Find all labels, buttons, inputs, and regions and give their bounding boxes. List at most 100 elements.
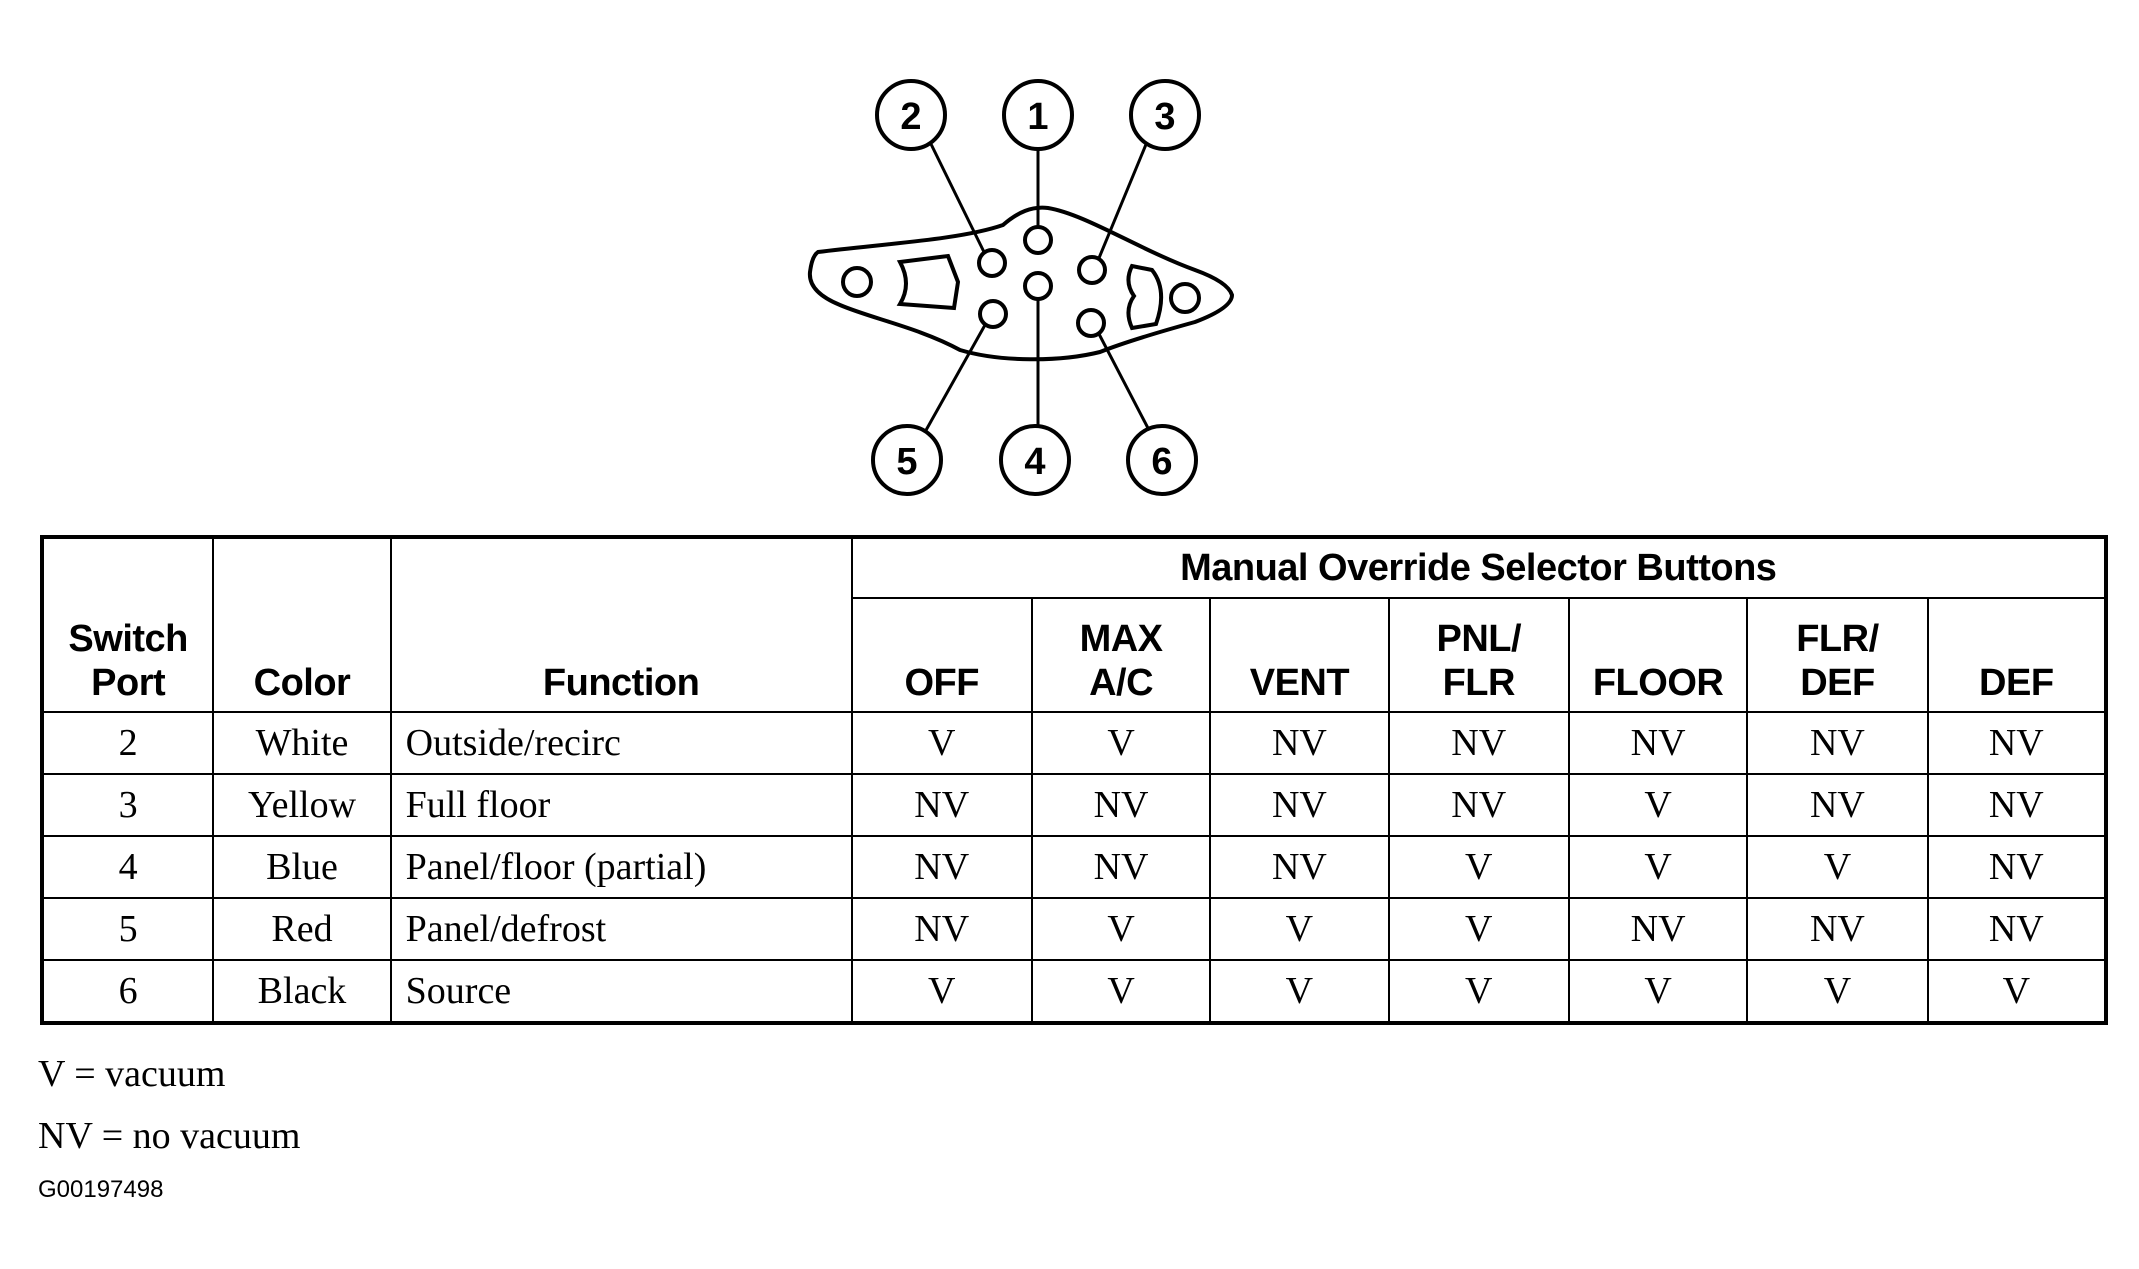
port-hole-3 — [1077, 255, 1107, 285]
cell-vacuum-state: V — [1567, 773, 1749, 837]
col-header-button-2: VENT — [1209, 597, 1390, 713]
col-header-button-line: FLR/ — [1796, 618, 1879, 660]
cell-vacuum-state: NV — [1567, 897, 1749, 961]
port-hole-2 — [977, 248, 1007, 278]
cell-vacuum-state: V — [1387, 835, 1570, 899]
cell-function: Panel/defrost — [389, 897, 853, 961]
col-header-button-line: PNL/ — [1436, 618, 1522, 660]
cell-vacuum-state: V — [1926, 959, 2108, 1024]
cell-vacuum-state: NV — [1926, 897, 2108, 961]
col-header-button-line: VENT — [1249, 662, 1350, 704]
cell-color: Yellow — [212, 773, 392, 837]
cell-switch-port: 4 — [40, 835, 215, 899]
callout-4: 4 — [999, 424, 1071, 496]
callout-3: 3 — [1129, 79, 1201, 151]
callout-label-1: 1 — [1027, 96, 1048, 138]
callout-1: 1 — [1002, 79, 1074, 151]
mount-hole-right — [1169, 282, 1201, 314]
connector-body — [807, 205, 1235, 362]
col-header-button-line: FLR — [1442, 662, 1516, 704]
callout-2: 2 — [875, 79, 947, 151]
legend-vacuum: V = vacuum — [38, 1053, 226, 1095]
cell-vacuum-state: NV — [1209, 773, 1390, 837]
leader-line-2 — [928, 141, 986, 253]
port-hole-5 — [978, 299, 1008, 329]
group-header-selector-buttons: Manual Override Selector Buttons — [850, 536, 2108, 599]
col-header-switch-port-line1: Switch — [68, 618, 188, 660]
legend-no-vacuum: NV = no vacuum — [38, 1115, 301, 1157]
col-header-function: Function — [389, 536, 853, 713]
figure-id: G00197498 — [38, 1176, 164, 1203]
cell-vacuum-state: NV — [1746, 897, 1929, 961]
port-hole-1 — [1023, 225, 1053, 255]
callout-label-3: 3 — [1154, 96, 1175, 138]
cell-color: Blue — [212, 835, 392, 899]
cell-color: Red — [212, 897, 392, 961]
cell-vacuum-state: NV — [1926, 773, 2108, 837]
leader-line-5 — [923, 324, 987, 433]
cell-function: Full floor — [389, 773, 853, 837]
cell-switch-port: 5 — [40, 897, 215, 961]
cell-vacuum-state: V — [1030, 711, 1212, 775]
col-header-button-6: DEF — [1926, 597, 2108, 713]
port-hole-6 — [1076, 308, 1106, 338]
cell-vacuum-state: NV — [1746, 711, 1929, 775]
cell-vacuum-state: NV — [1926, 711, 2108, 775]
vacuum-connector-diagram: 1 2 3 4 5 6 — [807, 79, 1235, 496]
cell-switch-port: 3 — [40, 773, 215, 837]
cell-vacuum-state: V — [1567, 959, 1749, 1024]
cell-vacuum-state: NV — [1209, 711, 1390, 775]
callout-label-6: 6 — [1151, 441, 1172, 483]
col-header-button-line: DEF — [1800, 662, 1875, 704]
col-header-color: Color — [212, 536, 392, 713]
cell-color: White — [212, 711, 392, 775]
col-header-button-4: FLOOR — [1567, 597, 1749, 713]
cell-vacuum-state: V — [1746, 959, 1929, 1024]
col-header-button-line: A/C — [1089, 662, 1154, 704]
col-header-button-line: OFF — [904, 662, 979, 704]
cell-vacuum-state: V — [1746, 835, 1929, 899]
col-header-button-5: FLR/DEF — [1746, 597, 1929, 713]
col-header-switch-port: Switch Port — [40, 536, 215, 713]
callout-label-4: 4 — [1024, 441, 1045, 483]
cell-vacuum-state: NV — [1209, 835, 1390, 899]
cell-vacuum-state: V — [850, 711, 1033, 775]
callout-label-2: 2 — [900, 96, 921, 138]
cell-vacuum-state: NV — [1387, 773, 1570, 837]
col-header-button-3: PNL/FLR — [1387, 597, 1570, 713]
cell-color: Black — [212, 959, 392, 1024]
callout-label-5: 5 — [896, 441, 917, 483]
col-header-button-0: OFF — [850, 597, 1033, 713]
cell-vacuum-state: NV — [1746, 773, 1929, 837]
connector-cutout-left — [896, 253, 961, 311]
leader-line-3 — [1097, 141, 1149, 259]
cell-vacuum-state: NV — [850, 773, 1033, 837]
cell-vacuum-state: NV — [1387, 711, 1570, 775]
header-row-group: Switch Port Color Function Manual Overri… — [40, 536, 2108, 713]
cell-vacuum-state: NV — [850, 835, 1033, 899]
cell-vacuum-state: NV — [1926, 835, 2108, 899]
col-header-button-line: MAX — [1079, 618, 1163, 660]
cell-vacuum-state: NV — [1567, 711, 1749, 775]
col-header-button-line: DEF — [1979, 662, 2054, 704]
cell-vacuum-state: V — [1567, 835, 1749, 899]
cell-switch-port: 6 — [40, 959, 215, 1024]
port-hole-4 — [1023, 271, 1053, 301]
cell-vacuum-state: V — [850, 959, 1033, 1024]
connector-cutout-right — [1126, 263, 1164, 331]
cell-vacuum-state: V — [1387, 897, 1570, 961]
cell-function: Source — [389, 959, 853, 1024]
cell-vacuum-state: V — [1030, 959, 1212, 1024]
cell-function: Outside/recirc — [389, 711, 853, 775]
cell-vacuum-state: V — [1209, 959, 1390, 1024]
cell-vacuum-state: NV — [1030, 773, 1212, 837]
col-header-button-line: FLOOR — [1592, 662, 1724, 704]
vacuum-chart-table: Switch Port Color Function Manual Overri… — [40, 535, 2108, 1025]
cell-vacuum-state: V — [1030, 897, 1212, 961]
